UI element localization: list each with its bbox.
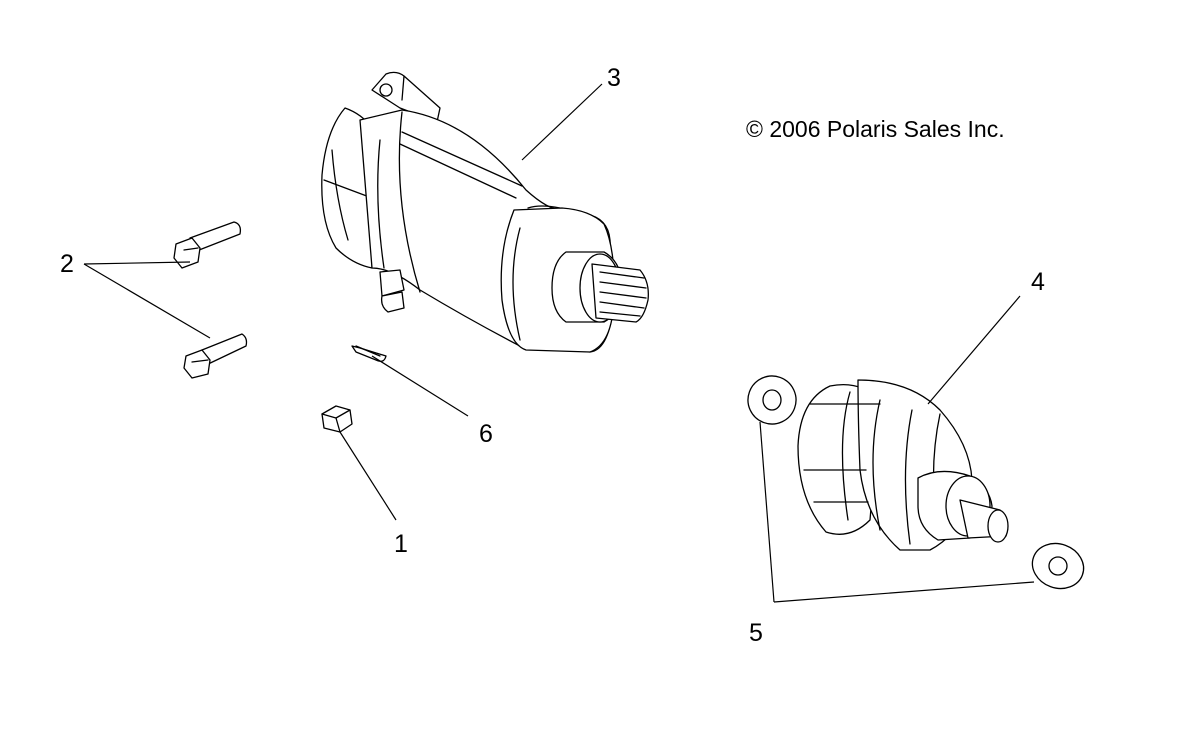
copyright-text: © 2006 Polaris Sales Inc.	[746, 116, 1005, 142]
bolt-upper	[173, 221, 242, 269]
nut	[321, 405, 353, 433]
callout-3: 3	[607, 64, 621, 92]
leader-lines	[83, 83, 1035, 603]
callout-5: 5	[749, 619, 763, 647]
callout-4: 4	[1031, 268, 1045, 296]
callout-1: 1	[394, 530, 408, 558]
clip	[351, 345, 387, 362]
washer-upper	[747, 375, 797, 425]
callout-6: 6	[479, 420, 493, 448]
callout-2: 2	[60, 250, 74, 278]
bolt-lower	[183, 333, 248, 379]
washer-lower	[1031, 542, 1085, 590]
starter-drive	[797, 379, 1009, 551]
starter-motor	[321, 71, 649, 353]
